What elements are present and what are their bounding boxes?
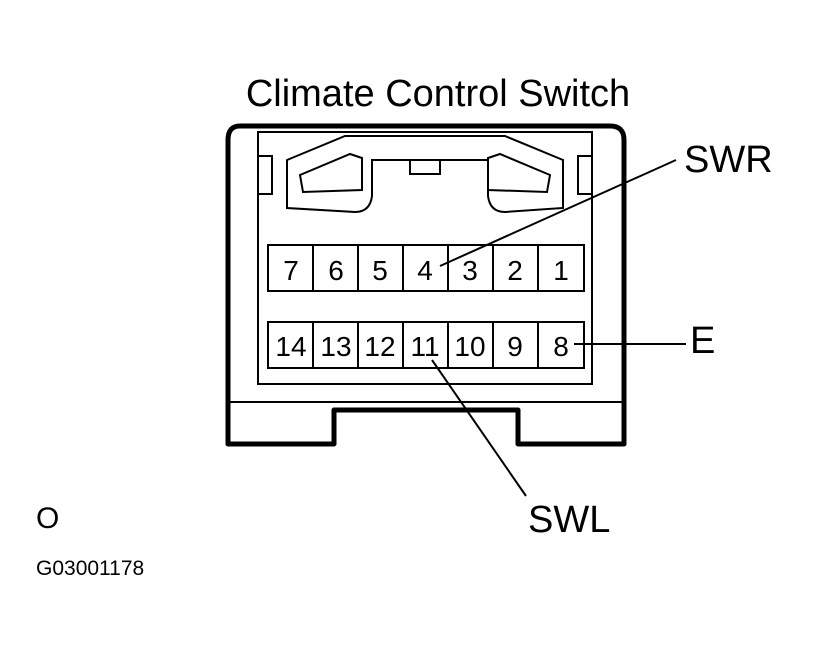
pin-5: 5 <box>372 255 388 286</box>
pin-2: 2 <box>507 255 523 286</box>
diagram-title: Climate Control Switch <box>246 73 630 115</box>
connector-latch <box>286 135 564 214</box>
pin-9: 9 <box>507 331 523 362</box>
swr-leader-line <box>439 159 677 267</box>
figure-code: G03001178 <box>36 557 144 580</box>
right-guide <box>577 155 593 195</box>
pin-10: 10 <box>454 331 485 362</box>
latch-left-slot <box>298 152 363 194</box>
top-pin-row <box>267 244 585 292</box>
pin-7: 7 <box>283 255 299 286</box>
pin-8: 8 <box>553 331 569 362</box>
swr-label: SWR <box>684 139 773 181</box>
pin-13: 13 <box>320 331 351 362</box>
swl-label: SWL <box>528 499 610 541</box>
swl-leader-line <box>431 359 527 497</box>
pin-11: 11 <box>410 331 439 362</box>
latch-tab <box>409 159 441 175</box>
connector-inner-wall <box>257 131 593 385</box>
note-label: O <box>36 502 59 535</box>
connector-housing <box>225 123 627 447</box>
e-label: E <box>690 320 715 362</box>
pin-4: 4 <box>417 255 433 286</box>
left-guide <box>257 155 273 195</box>
pin-6: 6 <box>328 255 344 286</box>
pin-14: 14 <box>275 331 306 362</box>
pin-3: 3 <box>462 255 478 286</box>
pin-12: 12 <box>364 331 395 362</box>
pin-1: 1 <box>553 255 569 286</box>
latch-right-slot <box>487 152 552 194</box>
